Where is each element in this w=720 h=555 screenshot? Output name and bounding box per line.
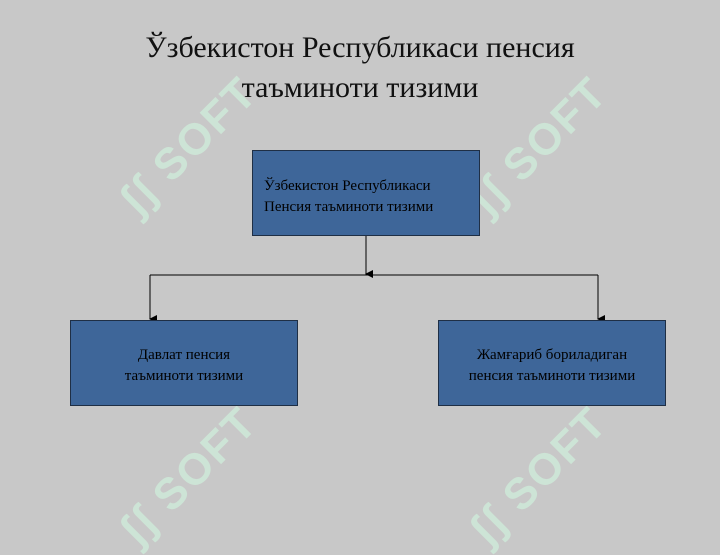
diagram-node-root: Ўзбекистон Республикаси Пенсия таъминоти… [252,150,480,236]
node-right-line-2: пенсия таъминоти тизими [468,368,636,384]
slide-title-line-1: Ўзбекистон Республикаси пенсия [145,31,575,64]
node-left-line-1: Давлат пенсия [137,347,231,363]
node-root-line-2: Пенсия таъминоти тизими [264,199,434,215]
diagram-node-state-pension: Давлат пенсия таъминоти тизими [70,320,298,406]
slide-title: Ўзбекистон Республикаси пенсия таъминоти… [0,28,720,108]
node-left-line-2: таъминоти тизими [124,368,244,384]
node-root-line-1: Ўзбекистон Республикаси [264,178,431,194]
slide-title-line-2: таъминоти тизими [241,71,479,104]
node-right-line-1: Жамғариб бориладиган [476,347,628,363]
diagram-connectors [149,236,605,323]
diagram-node-funded-pension: Жамғариб бориладиган пенсия таъминоти ти… [438,320,666,406]
